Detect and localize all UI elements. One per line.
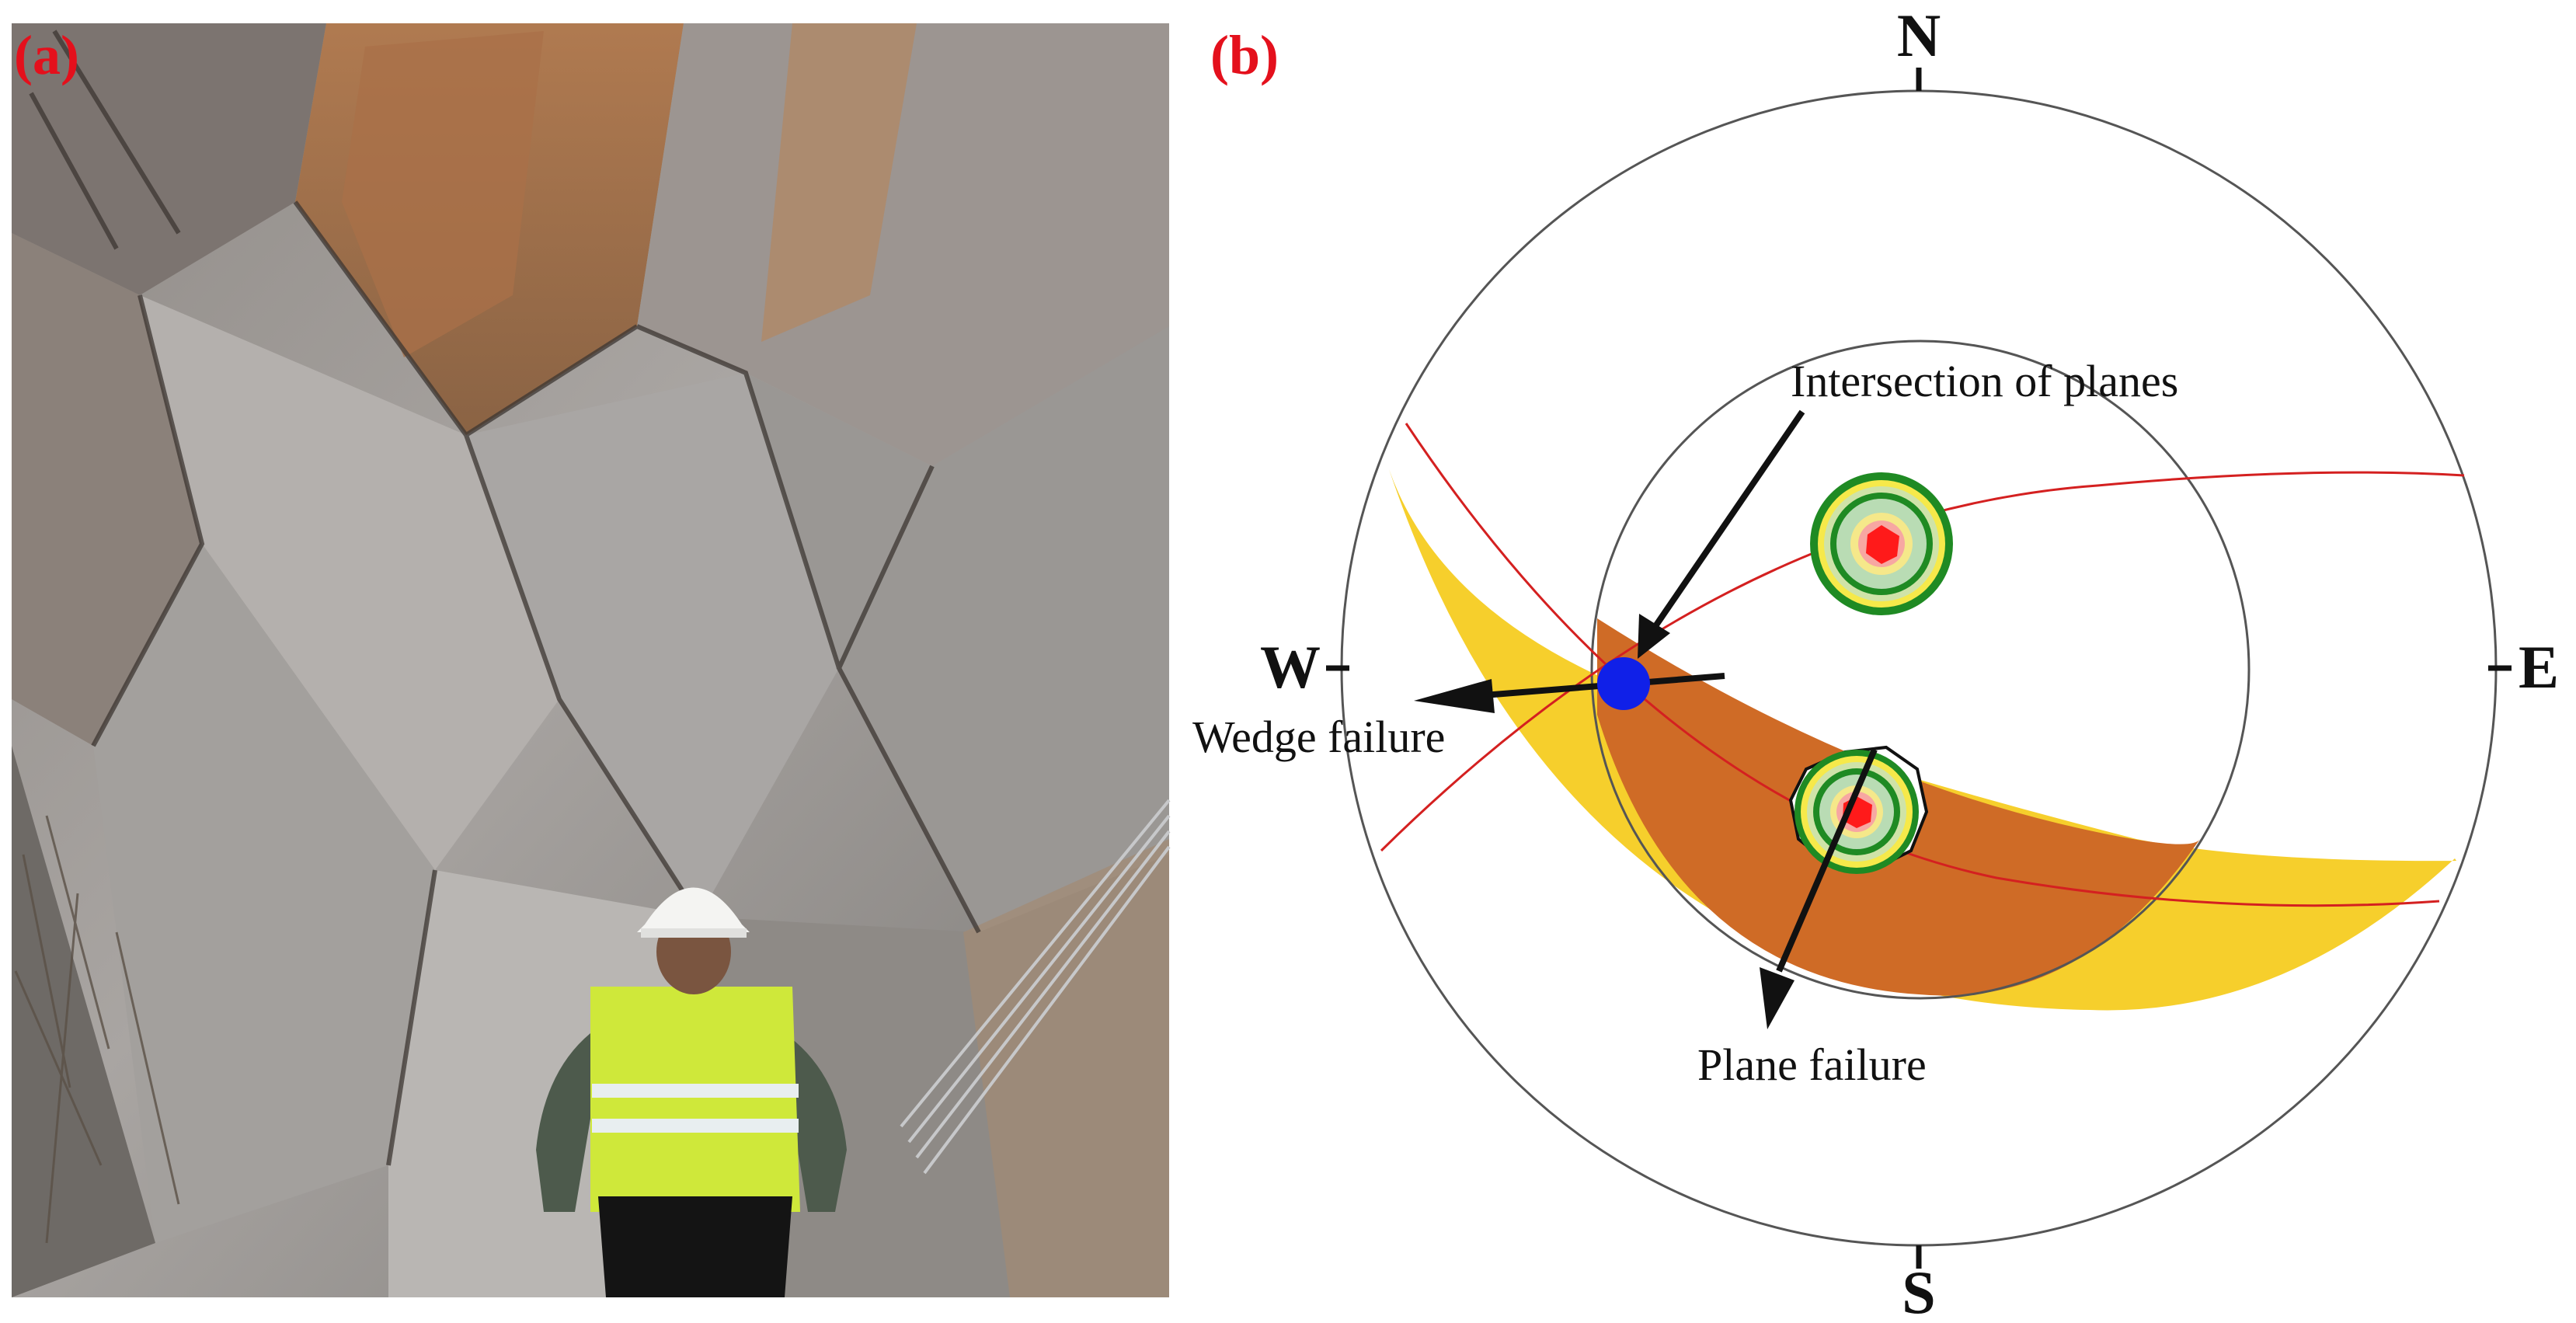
stereonet-diagram: (b) N S W E Intersection of planes Wedge… bbox=[1192, 2, 2559, 1323]
great-circle-1 bbox=[1405, 423, 2440, 907]
great-circle-2 bbox=[1380, 471, 2465, 852]
intersection-point bbox=[1597, 657, 1650, 710]
west-label: W bbox=[1260, 633, 1321, 701]
pole-concentration-lower bbox=[1788, 745, 1929, 874]
plane-failure-label: Plane failure bbox=[1697, 1039, 1927, 1090]
east-label: E bbox=[2519, 633, 2559, 701]
friction-cone-circle bbox=[1590, 339, 2251, 1000]
worker bbox=[536, 887, 847, 1297]
wedge-failure-label: Wedge failure bbox=[1192, 712, 1445, 762]
direction-ticks bbox=[1326, 68, 2512, 1269]
north-label: N bbox=[1897, 2, 1941, 69]
south-label: S bbox=[1902, 1259, 1935, 1323]
panel-label-a: (a) bbox=[14, 24, 79, 86]
pole-concentration-upper bbox=[1810, 472, 1953, 615]
plane-failure-arrow bbox=[1760, 748, 1878, 1029]
intersection-label: Intersection of planes bbox=[1791, 356, 2178, 406]
rock-slope-photo bbox=[12, 23, 1171, 1297]
panel-label-b: (b) bbox=[1210, 24, 1279, 86]
wedge-failure-zone bbox=[1389, 469, 2456, 1011]
panel-a-label-layer: (a) bbox=[14, 24, 79, 86]
intersection-arrow bbox=[1638, 409, 1805, 659]
